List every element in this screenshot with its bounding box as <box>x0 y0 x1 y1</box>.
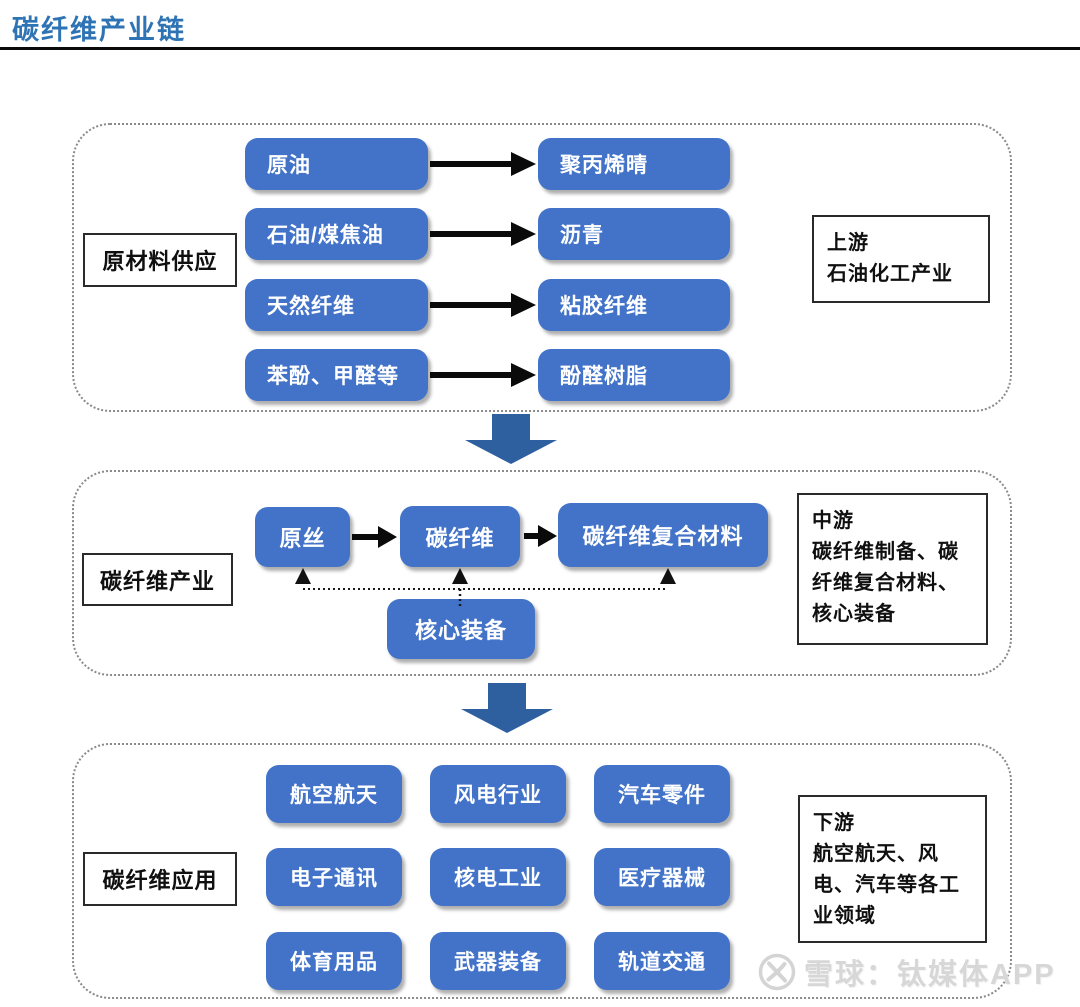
xueqiu-logo-icon <box>758 953 796 991</box>
flow-down-arrow-icon <box>465 414 557 464</box>
watermark-text: 雪球：钛媒体APP <box>804 959 1056 991</box>
downstream-stage-label: 下游 航空航天、风电、汽车等各工业领域 <box>798 795 987 943</box>
arrow-up-icon <box>452 568 468 584</box>
node-core-equipment: 核心装备 <box>387 599 535 659</box>
downstream-section <box>72 743 1012 999</box>
arrow-right-icon <box>524 525 557 547</box>
midstream-stage-label: 中游 碳纤维制备、碳纤维复合材料、核心装备 <box>797 493 988 645</box>
node-raw-material: 原油 <box>245 138 428 190</box>
node-application: 电子通讯 <box>266 848 402 906</box>
node-application: 航空航天 <box>266 765 402 823</box>
node-raw-material: 石油/煤焦油 <box>245 208 428 260</box>
downstream-side-label: 碳纤维应用 <box>83 852 237 906</box>
node-precursor-material: 聚丙烯晴 <box>538 138 730 190</box>
node-application: 轨道交通 <box>594 932 730 990</box>
node-carbon-fiber: 碳纤维 <box>400 506 520 567</box>
node-application: 风电行业 <box>430 765 566 823</box>
page-title: 碳纤维产业链 <box>12 15 186 45</box>
upstream-stage-label: 上游 石油化工产业 <box>812 215 990 303</box>
arrow-right-icon <box>430 152 536 176</box>
arrow-right-icon <box>352 526 397 548</box>
node-precursor-material: 酚醛树脂 <box>538 349 730 401</box>
node-precursor-material: 粘胶纤维 <box>538 279 730 331</box>
arrow-right-icon <box>430 293 536 317</box>
node-application: 武器装备 <box>430 932 566 990</box>
watermark: 雪球：钛媒体APP <box>756 951 1056 993</box>
node-application: 医疗器械 <box>594 848 730 906</box>
midstream-section <box>72 470 1012 676</box>
node-carbon-fiber-composite: 碳纤维复合材料 <box>558 503 768 567</box>
node-precursor-fiber: 原丝 <box>255 507 350 567</box>
upstream-section <box>72 123 1012 412</box>
node-application: 体育用品 <box>266 932 402 990</box>
arrow-right-icon <box>430 222 536 246</box>
flow-down-arrow-icon <box>461 683 553 733</box>
arrow-right-icon <box>430 363 536 387</box>
node-raw-material: 天然纤维 <box>245 279 428 331</box>
node-precursor-material: 沥青 <box>538 208 730 260</box>
title-divider <box>0 47 1080 50</box>
arrow-up-icon <box>660 568 676 584</box>
midstream-side-label: 碳纤维产业 <box>82 553 233 606</box>
equipment-connector-lines <box>295 568 676 606</box>
arrow-up-icon <box>295 568 311 584</box>
node-application: 核电工业 <box>430 848 566 906</box>
node-raw-material: 苯酚、甲醛等 <box>245 349 428 401</box>
node-application: 汽车零件 <box>594 765 730 823</box>
upstream-side-label: 原材料供应 <box>83 233 237 287</box>
